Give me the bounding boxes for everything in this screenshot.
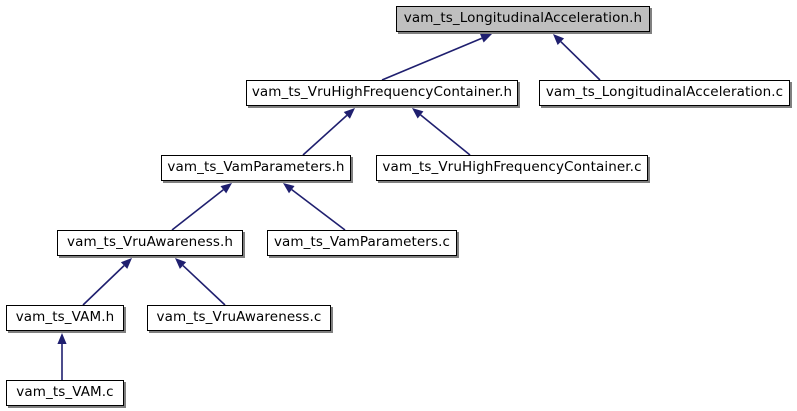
graph-edge-line [291,189,346,231]
graph-edge-arrowhead [283,183,295,194]
graph-node-label: vam_ts_VamParameters.c [273,234,451,251]
graph-node-label: vam_ts_VruAwareness.c [156,309,322,326]
graph-node-vruhighfrequencycontainer-h[interactable]: vam_ts_VruHighFrequencyContainer.h [246,80,518,106]
graph-node-label: vam_ts_VAM.c [16,384,114,401]
graph-node-label: vam_ts_VamParameters.h [167,159,345,176]
graph-edge-line [182,264,226,306]
graph-edge-arrowhead [480,34,492,43]
graph-node-vamparameters-h[interactable]: vam_ts_VamParameters.h [161,155,351,181]
graph-edge-arrowhead [175,258,187,269]
graph-node-vruawareness-c[interactable]: vam_ts_VruAwareness.c [147,305,331,331]
graph-edge-line [420,114,471,156]
graph-node-label: vam_ts_VruAwareness.h [66,234,234,251]
graph-edge-line [381,37,483,81]
graph-edge-arrowhead [343,108,355,119]
graph-edge-arrowhead [553,34,565,45]
graph-edge-line [302,114,348,156]
graph-node-longitudinalacceleration-c[interactable]: vam_ts_LongitudinalAcceleration.c [539,80,790,106]
graph-edge-line [560,41,601,81]
graph-node-label: vam_ts_VruHighFrequencyContainer.h [251,84,513,101]
graph-node-vam-c[interactable]: vam_ts_VAM.c [6,380,124,406]
graph-node-vam-h[interactable]: vam_ts_VAM.h [6,305,124,331]
graph-node-vruawareness-h[interactable]: vam_ts_VruAwareness.h [57,230,243,256]
graph-node-vruhighfrequencycontainer-c[interactable]: vam_ts_VruHighFrequencyContainer.c [376,155,648,181]
graph-edge-line [171,189,224,231]
graph-node-label: vam_ts_LongitudinalAcceleration.c [545,84,784,101]
graph-edge-arrowhead [57,333,67,344]
graph-node-label: vam_ts_VruHighFrequencyContainer.c [382,159,642,176]
graph-edge-arrowhead [120,258,132,269]
graph-edge-line [82,265,125,306]
graph-edge-arrowhead [220,183,232,194]
graph-node-longitudinalacceleration-h[interactable]: vam_ts_LongitudinalAcceleration.h [396,6,650,32]
graph-node-vamparameters-c[interactable]: vam_ts_VamParameters.c [267,230,457,256]
graph-edge-arrowhead [412,108,424,119]
graph-node-label: vam_ts_VAM.h [15,309,115,326]
graph-node-label: vam_ts_LongitudinalAcceleration.h [403,10,643,27]
